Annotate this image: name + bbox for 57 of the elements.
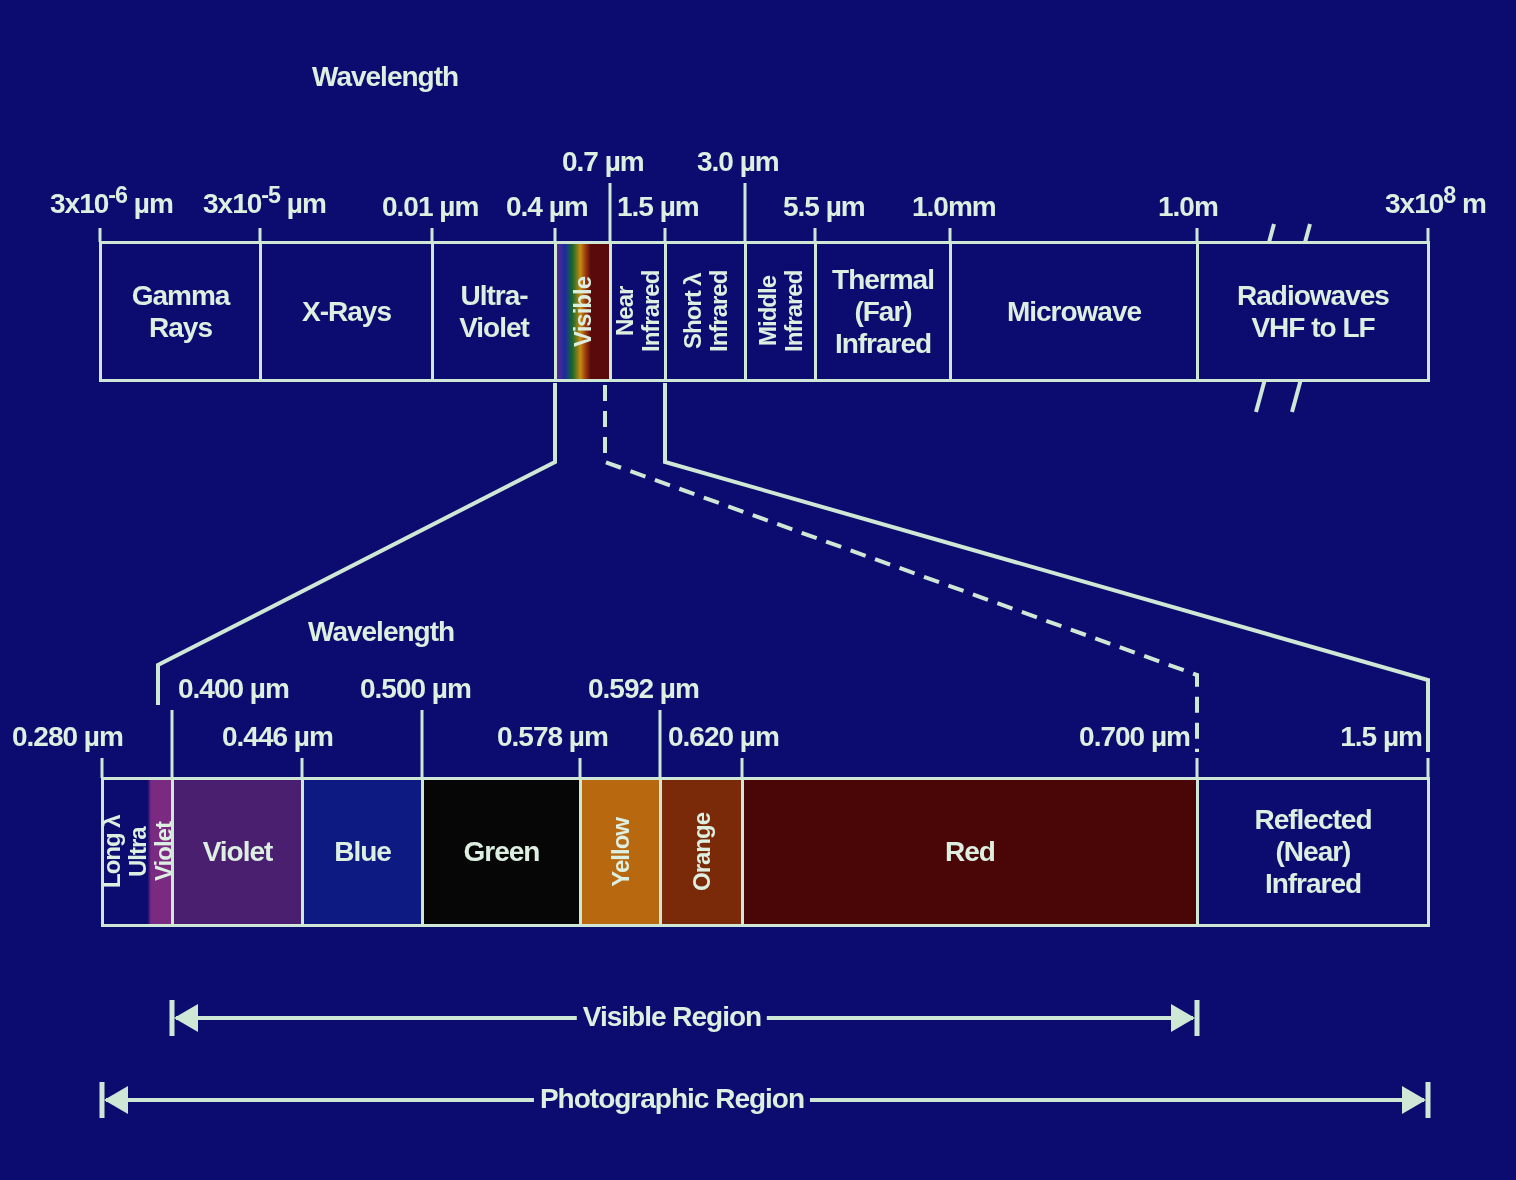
band-label: Green (463, 836, 540, 868)
spectrum-band (99, 241, 262, 382)
band-label: Visible (570, 276, 596, 347)
band-label: Gamma Rays (130, 279, 232, 344)
wavelength-label: 0.700 µm (1079, 720, 1190, 754)
band-label: Orange (688, 813, 715, 891)
color-band (101, 777, 174, 927)
band-label: Middle Infrared (754, 269, 807, 355)
axis-title: Wavelength (308, 615, 455, 649)
wavelength-label: 5.5 µm (783, 190, 865, 224)
wavelength-label: 0.4 µm (506, 190, 588, 224)
spectrum-band (1196, 777, 1430, 927)
band-label: Red (945, 836, 995, 868)
band-label: Blue (334, 836, 391, 868)
band-label: Violet (202, 836, 273, 868)
spectrum-band (664, 241, 747, 382)
spectrum-band (744, 241, 817, 382)
color-band (421, 777, 582, 927)
spectrum-band (554, 241, 612, 382)
wavelength-label: 0.280 µm (12, 720, 123, 754)
wavelength-label: 0.7 µm (562, 145, 644, 179)
band-label: Near Infrared (612, 269, 664, 355)
wavelength-label: 0.500 µm (360, 672, 471, 706)
band-label: Short λ Infrared (679, 269, 732, 355)
wavelength-label: 0.01 µm (382, 190, 479, 224)
color-band (579, 777, 662, 927)
spectrum-band (949, 241, 1199, 382)
color-band (171, 777, 304, 927)
band-label: Thermal (Far) Infrared (831, 263, 935, 360)
color-band (659, 777, 744, 927)
band-label: Reflected (Near) Infrared (1253, 804, 1373, 900)
band-label: Microwave (1006, 295, 1142, 328)
spectrum-band (431, 241, 557, 382)
wavelength-label: 3x10$^{-5}$ µm (203, 181, 326, 222)
wavelength-label: 1.5 µm (1340, 720, 1422, 754)
band-label: X-Rays (302, 295, 391, 328)
wavelength-label: 0.592 µm (588, 672, 699, 706)
wavelength-label: 0.620 µm (668, 720, 779, 754)
wavelength-label: 3.0 µm (697, 145, 779, 179)
wavelength-label: 0.446 µm (222, 720, 333, 754)
color-band (741, 777, 1199, 927)
color-band (301, 777, 424, 927)
band-label: Radiowaves VHF to LF (1236, 279, 1390, 344)
wavelength-label: 0.400 µm (178, 672, 289, 706)
wavelength-label: 1.0m (1158, 190, 1218, 224)
axis-title: Wavelength (312, 60, 459, 94)
band-label: Yellow (607, 817, 634, 887)
spectrum-band (1196, 241, 1430, 382)
wavelength-label: 3x10$^{-6}$ µm (50, 181, 173, 222)
wavelength-label: 3x10$^{8}$ m (1385, 181, 1486, 222)
wavelength-label: 1.0mm (912, 190, 996, 224)
spectrum-band (259, 241, 434, 382)
spectrum-band (814, 241, 952, 382)
band-label: Ultra-Violet (458, 279, 531, 344)
wavelength-label: 0.578 µm (497, 720, 608, 754)
spectrum-band (609, 241, 667, 382)
wavelength-label: 1.5 µm (617, 190, 699, 224)
